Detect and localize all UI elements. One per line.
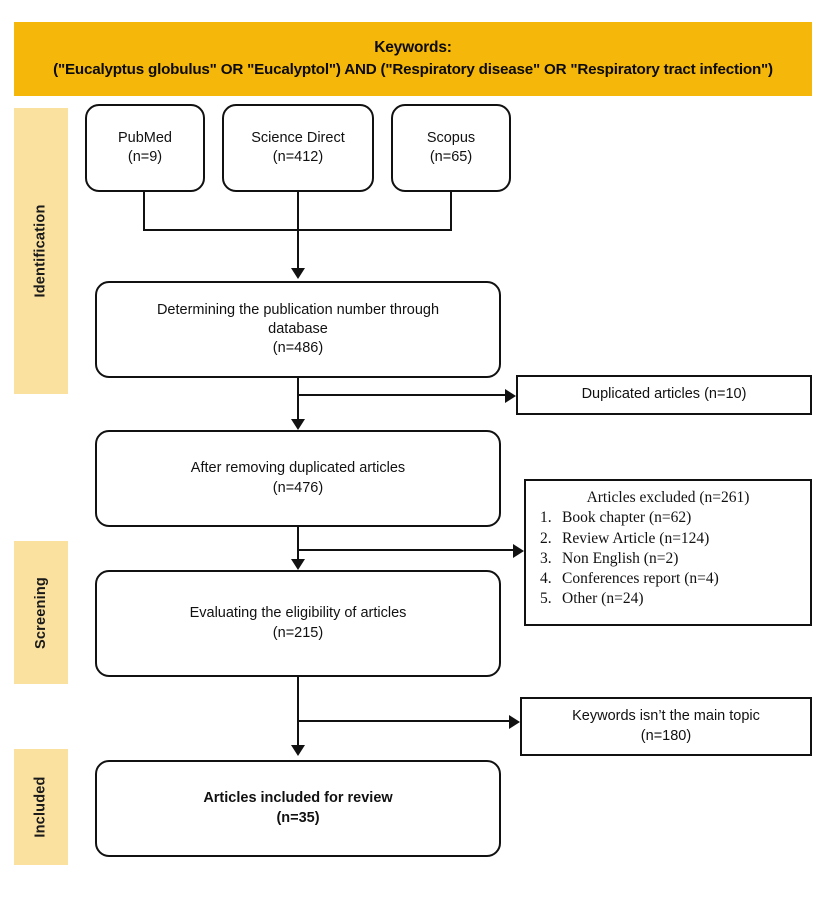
- keywords-title: Keywords:: [374, 38, 452, 56]
- flow-box-determining-publication-number: Determining the publication number throu…: [95, 281, 501, 378]
- excluded-item-number: 2.: [540, 529, 552, 547]
- source-box-science-direct: Science Direct (n=412): [222, 104, 374, 192]
- list-item: 4. Conferences report (n=4): [536, 569, 800, 589]
- flow-box-articles-included-for-review: Articles included for review (n=35): [95, 760, 501, 857]
- determining-line2: database: [268, 320, 328, 337]
- excluded-item-number: 1.: [540, 509, 552, 527]
- excluded-title: Articles excluded (n=261): [586, 489, 750, 506]
- flow-box-evaluating-eligibility: Evaluating the eligibility of articles (…: [95, 570, 501, 677]
- determining-count: (n=486): [272, 340, 324, 357]
- source-count-scopus: (n=65): [429, 149, 473, 165]
- list-item: 1. Book chapter (n=62): [536, 508, 800, 528]
- connector-after-dup-to-eligibility: [297, 527, 300, 565]
- excluded-item-number: 4.: [540, 569, 552, 587]
- source-count-science-direct: (n=412): [272, 149, 324, 165]
- source-name-science-direct: Science Direct: [251, 129, 345, 146]
- excluded-reason-list: 1. Book chapter (n=62) 2. Review Article…: [536, 508, 800, 609]
- excluded-content: Articles excluded (n=261) 1. Book chapte…: [526, 481, 810, 613]
- connector-eligibility-to-included: [297, 677, 300, 751]
- arrowhead-to-keywords-off: [509, 715, 520, 729]
- connector-scopus-stub: [450, 192, 453, 231]
- stage-band-screening: Screening: [14, 541, 68, 684]
- arrowhead-to-eligibility: [291, 559, 305, 570]
- after-dup-count: (n=476): [272, 479, 324, 496]
- stage-label-identification: Identification: [33, 204, 49, 298]
- source-name-scopus: Scopus: [426, 129, 476, 146]
- connector-pubmed-stub: [143, 192, 146, 231]
- connector-science-direct-stub: [297, 192, 300, 231]
- source-box-scopus: Scopus (n=65): [391, 104, 511, 192]
- eligibility-line1: Evaluating the eligibility of articles: [189, 605, 407, 622]
- source-box-pubmed: PubMed (n=9): [85, 104, 205, 192]
- source-name-pubmed: PubMed: [117, 129, 172, 146]
- connector-branch-duplicated: [297, 394, 508, 397]
- keywords-off-count: (n=180): [640, 727, 692, 744]
- eligibility-count: (n=215): [272, 624, 324, 641]
- stage-band-included: Included: [14, 749, 68, 865]
- keywords-query: ("Eucalyptus globulus" OR "Eucalyptol") …: [53, 61, 773, 79]
- connector-branch-excluded: [297, 549, 516, 552]
- exclusion-box-keywords-not-main-topic: Keywords isn’t the main topic (n=180): [520, 697, 812, 756]
- exclusion-box-duplicated-articles: Duplicated articles (n=10): [516, 375, 812, 415]
- stage-label-included: Included: [33, 776, 49, 838]
- excluded-item-text: Review Article (n=124): [562, 529, 710, 547]
- list-item: 5. Other (n=24): [536, 589, 800, 609]
- flow-box-after-removing-duplicates: After removing duplicated articles (n=47…: [95, 430, 501, 527]
- list-item: 3. Non English (n=2): [536, 549, 800, 569]
- arrowhead-to-excluded: [513, 544, 524, 558]
- excluded-item-text: Conferences report (n=4): [562, 569, 719, 587]
- excluded-item-text: Non English (n=2): [562, 549, 679, 567]
- connector-manifold-to-determining: [297, 229, 300, 270]
- stage-band-identification: Identification: [14, 108, 68, 394]
- determining-line1: Determining the publication number throu…: [156, 301, 440, 318]
- connector-branch-keywords-off: [297, 720, 512, 723]
- connector-determining-to-after-dup: [297, 378, 300, 422]
- excluded-item-text: Other (n=24): [562, 589, 644, 607]
- excluded-item-number: 5.: [540, 589, 552, 607]
- excluded-item-text: Book chapter (n=62): [562, 509, 692, 527]
- stage-label-screening: Screening: [33, 576, 50, 649]
- included-count: (n=35): [276, 809, 320, 826]
- keywords-off-line1: Keywords isn’t the main topic: [572, 708, 760, 725]
- duplicated-text: Duplicated articles (n=10): [581, 386, 747, 403]
- list-item: 2. Review Article (n=124): [536, 529, 800, 549]
- keywords-banner: Keywords: ("Eucalyptus globulus" OR "Euc…: [14, 22, 812, 96]
- arrowhead-to-included: [291, 745, 305, 756]
- excluded-item-number: 3.: [540, 549, 552, 567]
- after-dup-line1: After removing duplicated articles: [190, 460, 406, 477]
- arrowhead-to-duplicated: [505, 389, 516, 403]
- source-count-pubmed: (n=9): [127, 149, 163, 165]
- arrowhead-to-determining: [291, 268, 305, 279]
- included-line1: Articles included for review: [203, 790, 393, 807]
- arrowhead-to-after-dup: [291, 419, 305, 430]
- exclusion-box-articles-excluded: Articles excluded (n=261) 1. Book chapte…: [524, 479, 812, 626]
